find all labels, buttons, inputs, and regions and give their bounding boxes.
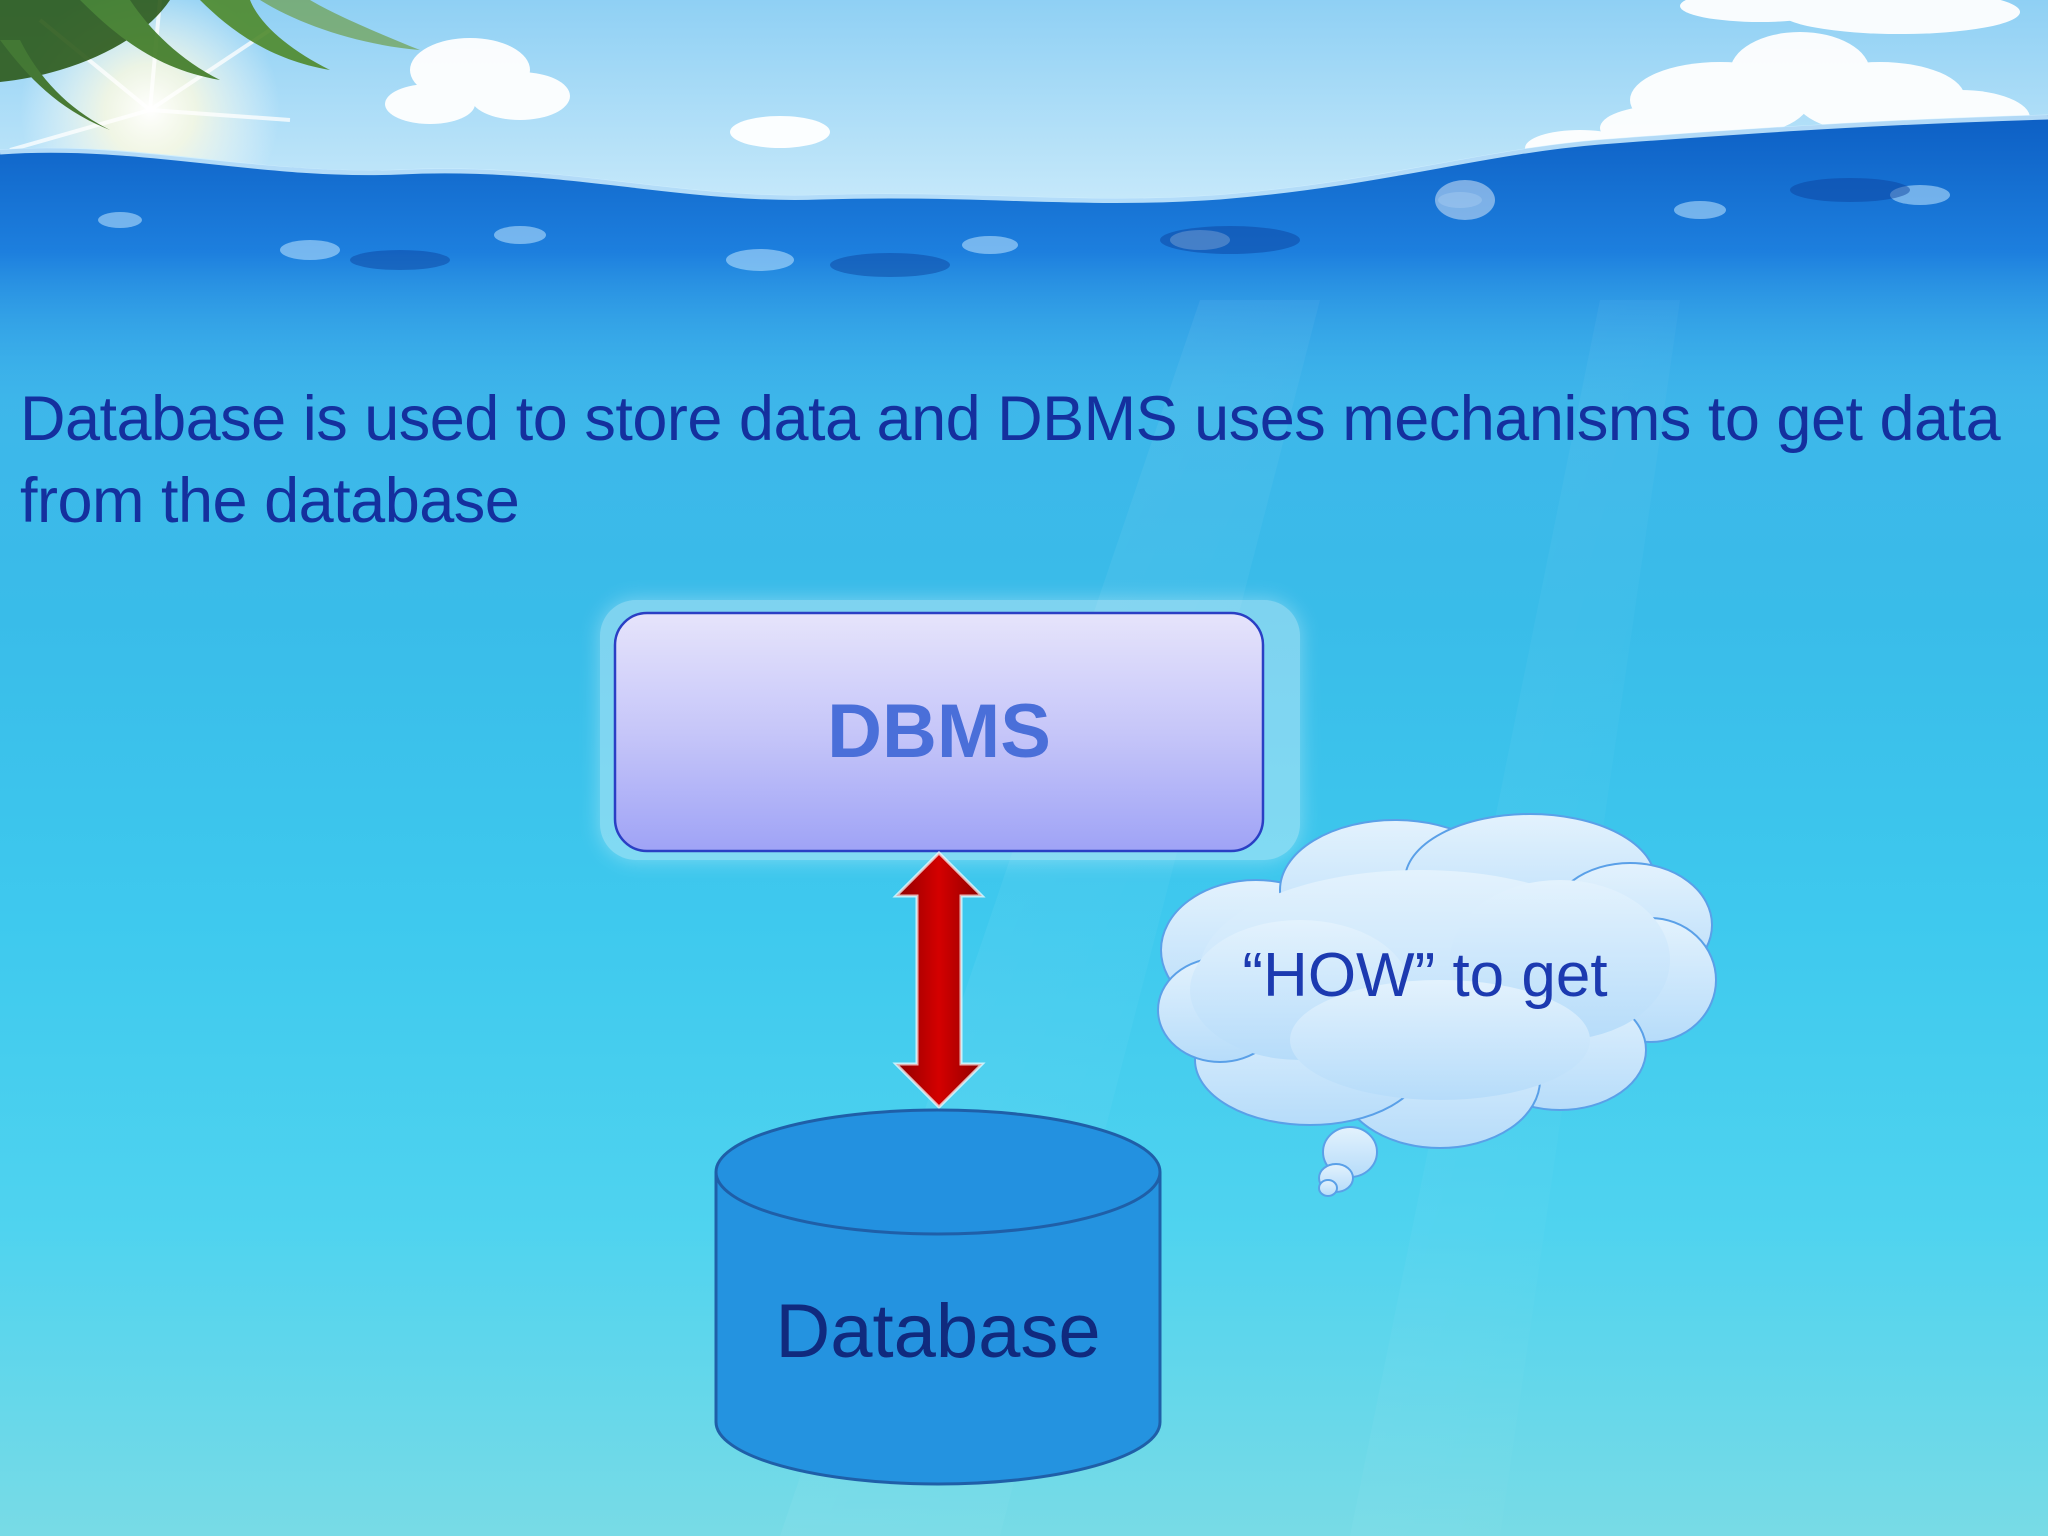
dbms-box: DBMS (600, 600, 1300, 860)
water-surface (0, 115, 2048, 420)
slide-title: Database is used to store data and DBMS … (20, 384, 2001, 536)
thought-cloud: “HOW” to get (1157, 813, 1717, 1197)
dbms-label: DBMS (827, 689, 1051, 774)
database-cylinder: Database (714, 1108, 1162, 1486)
palm-leaves (0, 0, 420, 130)
thought-cloud-text: “HOW” to get (1242, 941, 1607, 1010)
bidirectional-arrow (892, 850, 986, 1110)
database-label: Database (775, 1289, 1100, 1374)
